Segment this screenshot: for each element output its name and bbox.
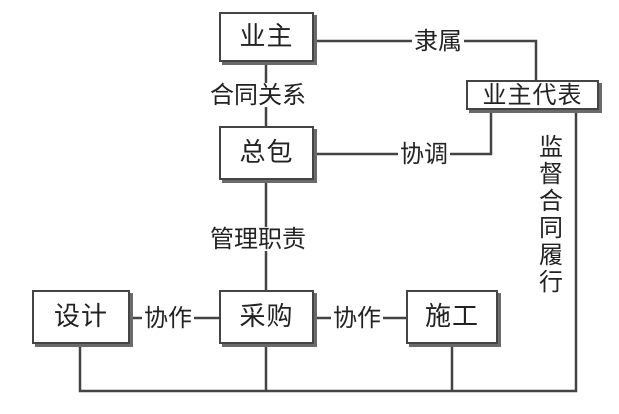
line-bottom-bus — [78, 110, 578, 393]
edge-label-cooperate-right: 协作 — [331, 304, 383, 332]
node-owner-rep: 业主代表 — [466, 80, 599, 110]
node-owner: 业主 — [219, 12, 314, 62]
node-procurement: 采购 — [219, 290, 314, 344]
edge-label-coordinate: 协调 — [398, 140, 450, 168]
line-gc-to-rep — [314, 110, 493, 156]
node-design-label: 设计 — [53, 302, 108, 332]
node-owner-rep-label: 业主代表 — [482, 81, 583, 109]
edge-label-supervise: 监督合同履行 — [537, 133, 565, 296]
node-construction-label: 施工 — [424, 302, 479, 332]
node-construction: 施工 — [406, 290, 498, 344]
node-gc-label: 总包 — [239, 138, 294, 168]
node-general-contractor: 总包 — [219, 126, 314, 180]
node-design: 设计 — [32, 290, 130, 344]
line-owner-to-rep — [314, 39, 538, 82]
node-procurement-label: 采购 — [239, 302, 294, 332]
node-owner-label: 业主 — [239, 22, 294, 52]
edge-label-cooperate-left: 协作 — [142, 304, 194, 332]
edge-label-management-duty: 管理职责 — [208, 225, 308, 253]
edge-label-contract-relation: 合同关系 — [208, 81, 308, 109]
edge-label-subordinate: 隶属 — [412, 27, 464, 55]
